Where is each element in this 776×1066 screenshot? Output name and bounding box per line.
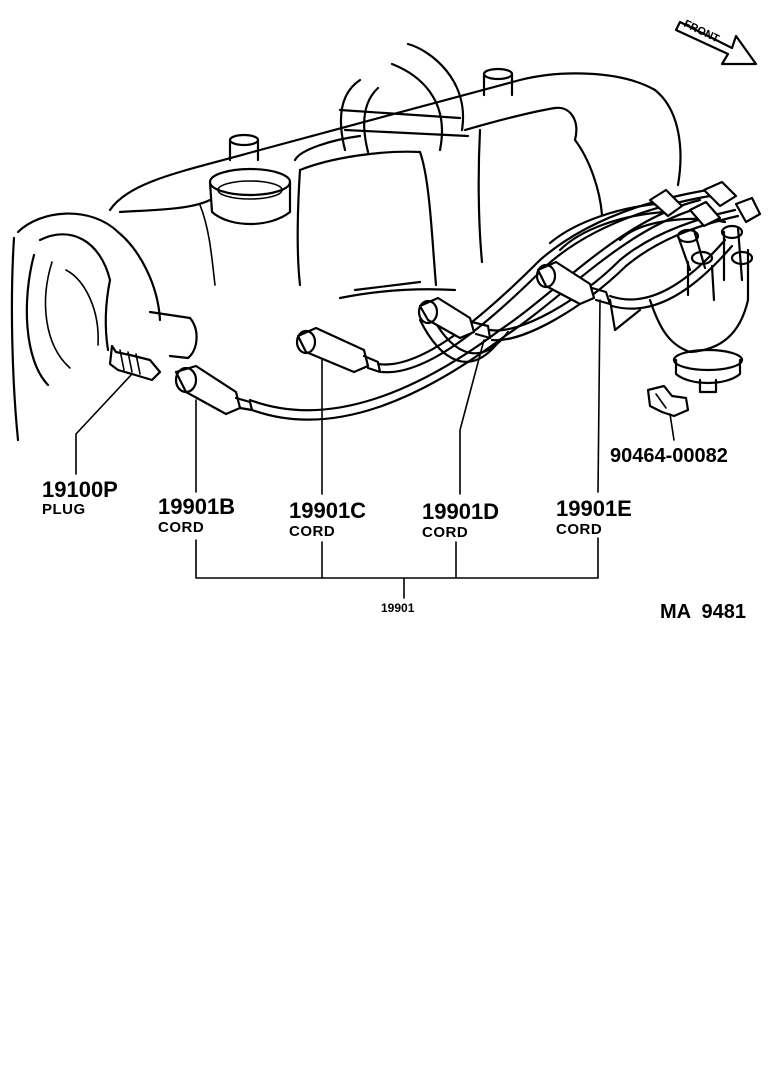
part-labels: 19100P PLUG 19901B CORD 19901C CORD 1990… (42, 445, 746, 623)
cord-c-part-name: CORD (289, 523, 335, 540)
front-arrow: FRONT (674, 18, 758, 66)
cord-e-part-name: CORD (556, 521, 602, 538)
diagram-reference: MA 9481 (660, 601, 746, 623)
cord-e-part-number: 19901E (556, 496, 632, 521)
timing-cover (10, 212, 198, 442)
engine-illustration (10, 42, 754, 442)
cord-c-part-number: 19901C (289, 498, 366, 523)
leader-lines (75, 299, 675, 599)
ignition-cords (174, 180, 762, 421)
cord-d-part-number: 19901D (422, 499, 499, 524)
distributor (608, 217, 754, 394)
plug-part-number: 19100P (42, 477, 118, 502)
cord-d-part-name: CORD (422, 524, 468, 541)
spark-plug (108, 344, 162, 382)
oil-filler-cap (208, 133, 292, 226)
cord-b-part-number: 19901B (158, 494, 235, 519)
plug-part-name: PLUG (42, 501, 86, 518)
cord-b-part-name: CORD (158, 519, 204, 536)
clamp-part-number: 90464-00082 (610, 445, 728, 467)
cord-set-part-number: 19901 (381, 601, 415, 615)
cord-clamp (646, 384, 690, 418)
valve-cover (108, 72, 682, 300)
breather-hoses (338, 42, 514, 154)
